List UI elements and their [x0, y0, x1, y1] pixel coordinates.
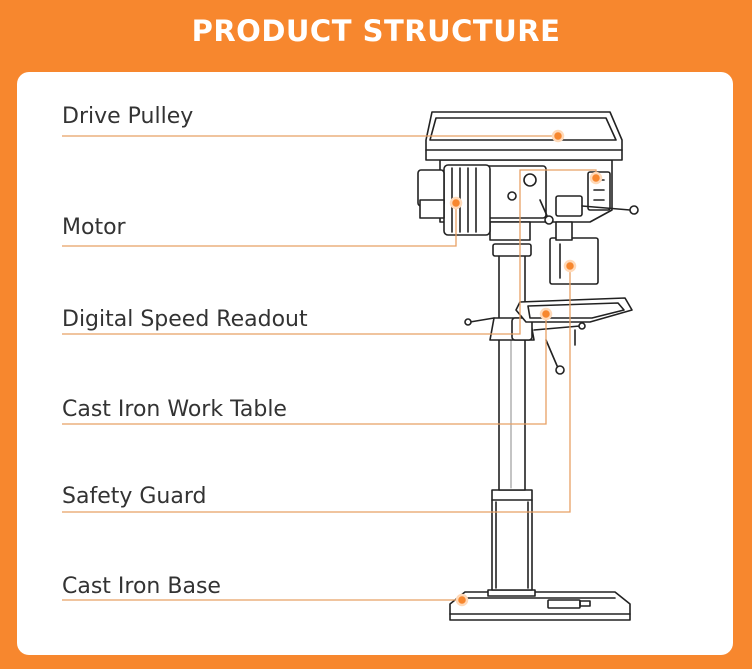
- dot-cast-iron-base: [455, 593, 469, 607]
- dot-drive-pulley: [551, 129, 565, 143]
- leader-motor: [62, 203, 457, 247]
- label-motor: Motor: [62, 215, 126, 240]
- label-cast-iron-base: Cast Iron Base: [62, 574, 221, 599]
- content-panel: [17, 72, 733, 655]
- base-drawing: [449, 589, 631, 621]
- label-drive-pulley: Drive Pulley: [62, 104, 194, 129]
- page-title: PRODUCT STRUCTURE: [191, 14, 561, 48]
- dot-motor: [449, 196, 463, 210]
- leader-safety-guard: [62, 266, 571, 513]
- leader-cast-iron-work-table: [62, 314, 547, 425]
- label-cast-iron-work-table: Cast Iron Work Table: [62, 397, 287, 422]
- dot-safety-guard: [563, 259, 577, 273]
- guard-drawing: [549, 221, 599, 285]
- dot-cast-iron-work-table: [539, 307, 553, 321]
- dot-digital-speed-readout: [589, 171, 603, 185]
- label-digital-speed-readout: Digital Speed Readout: [62, 307, 308, 332]
- label-safety-guard: Safety Guard: [62, 484, 207, 509]
